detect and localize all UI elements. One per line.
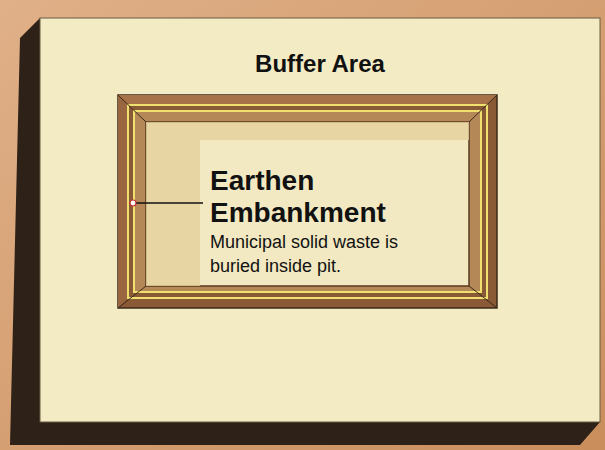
pit-shadow [146,122,469,286]
embankment-bevel [118,95,128,308]
buffer-area: Buffer AreaEarthen EmbankmentMunicipal s… [40,18,605,422]
callout-label: Earthen Embankment [210,165,410,229]
panel-shadow [10,18,600,445]
leader-dot [130,200,136,206]
embankment-top-line [134,111,481,292]
embankment-outer [118,95,497,308]
embankment-bevel [118,95,497,105]
embankment-top-line [128,105,487,298]
buffer-area-ground [40,18,600,422]
area-label: Buffer Area [40,50,600,78]
leader-line [135,202,203,204]
waste-pit [146,122,469,286]
earthen-embankment: Earthen EmbankmentMunicipal solid waste … [118,95,497,308]
note-text: Municipal solid waste is buried inside p… [210,230,440,278]
